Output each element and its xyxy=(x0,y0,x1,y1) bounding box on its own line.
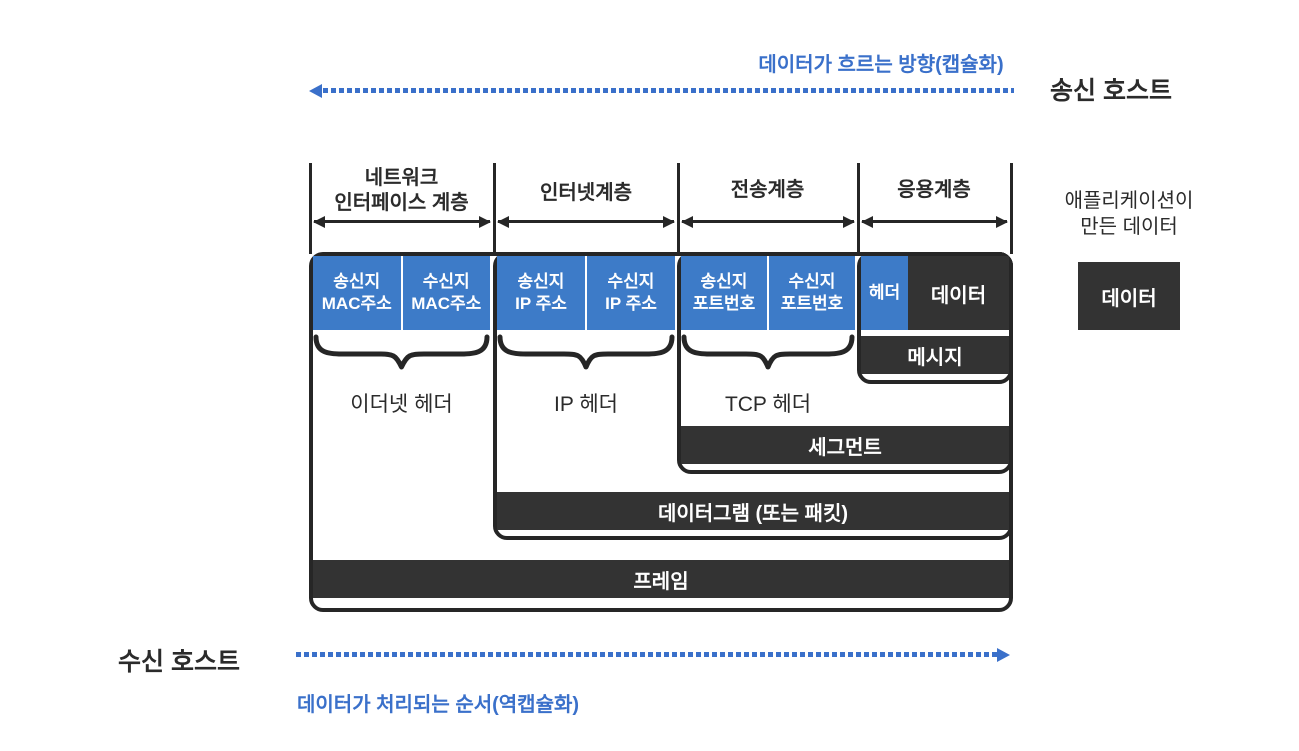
app-data-cell: 데이터 xyxy=(908,256,1009,330)
left-arrowhead-icon xyxy=(309,84,322,98)
pdu-label: 세그먼트 xyxy=(808,436,882,459)
field-line: MAC주소 xyxy=(321,294,392,313)
source-mac-cell: 송신지 MAC주소 xyxy=(313,256,401,330)
layer-label-line: 응용계층 xyxy=(897,179,971,201)
dark-box-label: 데이터 xyxy=(1101,287,1157,310)
message-bar: 메시지 xyxy=(861,336,1009,374)
pdu-label: 데이터그램 (또는 패킷) xyxy=(657,502,849,525)
datagram-bar: 데이터그램 (또는 패킷) xyxy=(497,492,1009,530)
tcp-header-brace xyxy=(681,334,855,370)
field-line: 수신지 xyxy=(607,272,655,291)
frame-bar: 프레임 xyxy=(313,560,1009,598)
layer-label-network-interface: 네트워크 인터페이스 계층 xyxy=(313,166,490,216)
application-data-box: 데이터 xyxy=(1078,262,1180,330)
receiver-host-label: 수신 호스트 xyxy=(118,648,240,676)
segment-bar: 세그먼트 xyxy=(681,426,1009,464)
app-header-cell-wrap: 헤더 xyxy=(861,256,908,330)
port-number-fields: 송신지 포트번호 수신지 포트번호 xyxy=(681,256,855,330)
field-line: 수신지 xyxy=(422,272,470,291)
ethernet-header-brace xyxy=(313,334,490,370)
layer-divider-5 xyxy=(1010,163,1013,254)
layer-label-application: 응용계층 xyxy=(861,178,1007,203)
tcp-header-label: TCP 헤더 xyxy=(724,393,812,416)
layer-extent-arrow-2 xyxy=(498,220,674,223)
application-data-caption: 애플리케이션이 만든 데이터 xyxy=(1053,188,1205,240)
ip-header-brace xyxy=(497,334,675,370)
layer-extent-arrow-3 xyxy=(682,220,854,223)
layer-extent-arrow-1 xyxy=(314,220,490,223)
field-line: MAC주소 xyxy=(411,294,482,313)
dest-ip-cell: 수신지 IP 주소 xyxy=(587,256,675,330)
ethernet-header-label: 이더넷 헤더 xyxy=(350,393,453,416)
field-line: IP 주소 xyxy=(515,294,567,313)
field-line: 송신지 xyxy=(333,272,381,291)
layer-divider-3 xyxy=(677,163,680,254)
layer-label-line: 인터페이스 계층 xyxy=(334,192,469,214)
dest-mac-cell: 수신지 MAC주소 xyxy=(402,256,490,330)
app-header-cell: 헤더 xyxy=(861,256,908,330)
pdu-label: 메시지 xyxy=(907,346,963,369)
layer-extent-arrow-4 xyxy=(862,220,1007,223)
dark-cell-label: 데이터 xyxy=(930,284,987,307)
layer-label-transport: 전송계층 xyxy=(681,178,854,203)
field-line: 헤더 xyxy=(868,283,901,302)
layer-divider-2 xyxy=(493,163,496,254)
dest-port-cell: 수신지 포트번호 xyxy=(769,256,855,330)
sender-host-label: 송신 호스트 xyxy=(1050,77,1172,105)
ip-header-label: IP 헤더 xyxy=(554,393,618,416)
field-line: 수신지 xyxy=(788,272,836,291)
right-arrowhead-icon xyxy=(997,648,1010,662)
decapsulation-direction-caption: 데이터가 처리되는 순서(역캡슐화) xyxy=(297,694,580,716)
ip-address-fields: 송신지 IP 주소 수신지 IP 주소 xyxy=(497,256,675,330)
layer-divider-4 xyxy=(857,163,860,254)
decapsulation-flow-dotted-line xyxy=(296,652,997,657)
encapsulation-flow-dotted-line xyxy=(323,88,1014,93)
layer-label-line: 인터넷계층 xyxy=(540,182,632,204)
layer-divider-1 xyxy=(309,163,312,254)
layer-label-internet: 인터넷계층 xyxy=(497,181,675,206)
field-line: 송신지 xyxy=(700,272,748,291)
caption-line: 애플리케이션이 xyxy=(1064,190,1194,212)
field-line: 포트번호 xyxy=(780,294,844,313)
mac-address-fields: 송신지 MAC주소 수신지 MAC주소 xyxy=(313,256,490,330)
caption-line: 만든 데이터 xyxy=(1080,216,1178,238)
field-line: 송신지 xyxy=(517,272,565,291)
encapsulation-direction-caption: 데이터가 흐르는 방향(캡슐화) xyxy=(758,54,1004,76)
pdu-label: 프레임 xyxy=(633,570,689,593)
source-ip-cell: 송신지 IP 주소 xyxy=(497,256,585,330)
layer-label-line: 전송계층 xyxy=(730,179,805,201)
field-line: 포트번호 xyxy=(692,294,756,313)
source-port-cell: 송신지 포트번호 xyxy=(681,256,767,330)
field-line: IP 주소 xyxy=(605,294,657,313)
layer-label-line: 네트워크 xyxy=(364,167,439,189)
